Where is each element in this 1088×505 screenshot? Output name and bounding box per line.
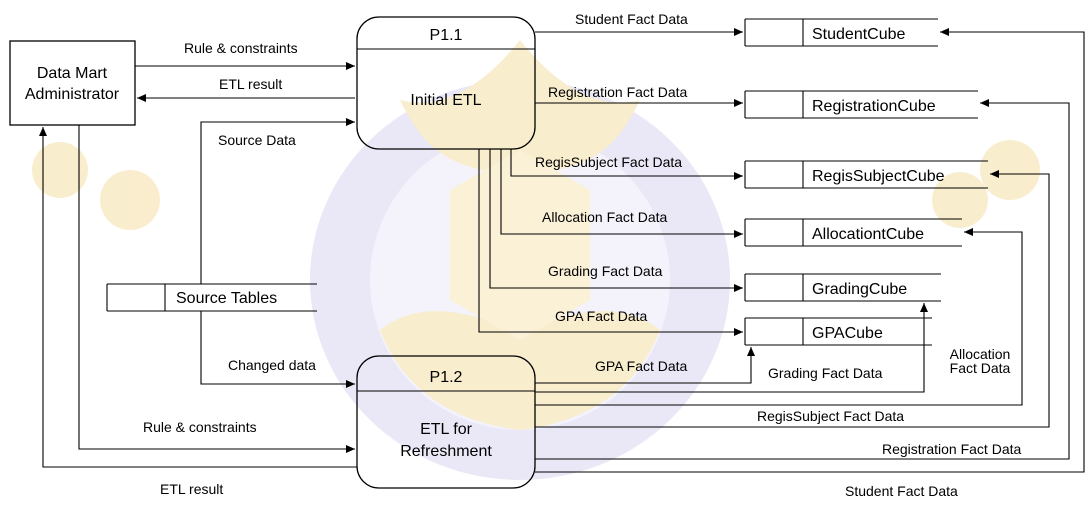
data-mart-administrator-entity: Data Mart Administrator [9, 40, 136, 126]
flow-gpa-fact-p1-2: GPA Fact Data [535, 347, 755, 384]
grading-cube-store: GradingCube [744, 273, 941, 302]
p1-1-id: P1.1 [430, 27, 463, 44]
flow-registration-fact-p1-1: Registration Fact Data [535, 84, 743, 107]
flow-label-line2: Fact Data [950, 360, 1011, 376]
flow-label: Source Data [218, 132, 296, 148]
flow-regissubject-fact-p1-1: RegisSubject Fact Data [510, 149, 743, 180]
flow-etl-result-from-p1-2: ETL result [39, 127, 357, 497]
student-cube-store: StudentCube [744, 18, 938, 47]
process-p1-2: P1.2 ETL for Refreshment [356, 355, 536, 489]
source-tables-store: Source Tables [106, 283, 317, 312]
flow-grading-fact-p1-2: Grading Fact Data [535, 303, 928, 393]
flow-registration-fact-p1-2: Registration Fact Data [535, 99, 1070, 460]
flow-label: Changed data [228, 357, 316, 373]
student-cube-label: StudentCube [812, 26, 906, 43]
flow-label: Rule & constraints [184, 40, 298, 56]
admin-label-line2: Administrator [25, 86, 120, 103]
flow-label: Student Fact Data [575, 11, 688, 27]
registration-cube-label: RegistrationCube [812, 98, 936, 115]
flow-label: RegisSubject Fact Data [535, 154, 682, 170]
flow-student-fact-p1-1: Student Fact Data [535, 11, 743, 36]
flow-label: ETL result [219, 76, 282, 92]
flow-allocation-fact-p1-1: Allocation Fact Data [500, 149, 743, 238]
flow-grading-fact-p1-1: Grading Fact Data [489, 149, 743, 292]
flow-label-line1: Allocation [950, 346, 1011, 362]
flow-label: ETL result [160, 481, 223, 497]
flow-label: GPA Fact Data [555, 308, 648, 324]
allocation-cube-store: AllocationtCube [744, 218, 962, 247]
p1-2-name-line1: ETL for [420, 421, 473, 438]
flow-label: Registration Fact Data [882, 441, 1021, 457]
flow-label: Grading Fact Data [768, 365, 883, 381]
allocation-cube-label: AllocationtCube [812, 226, 924, 243]
flow-label: GPA Fact Data [595, 358, 688, 374]
flow-etl-result-to-admin: ETL result [137, 76, 355, 102]
flow-label: Rule & constraints [143, 419, 257, 435]
flow-label: Student Fact Data [845, 483, 958, 499]
gpa-cube-store: GPACube [744, 317, 932, 346]
gpa-cube-label: GPACube [812, 325, 883, 342]
flow-rule-constraints-to-p1-2: Rule & constraints [78, 125, 355, 453]
grading-cube-label: GradingCube [812, 281, 907, 298]
flow-changed-data-to-p1-2: Changed data [200, 311, 355, 388]
admin-label-line1: Data Mart [37, 65, 108, 82]
seal-watermark [32, 40, 1040, 480]
flow-label: RegisSubject Fact Data [757, 408, 904, 424]
flow-source-data-to-p1-1: Source Data [200, 118, 355, 284]
p1-2-name-line2: Refreshment [400, 443, 492, 460]
flow-label: Grading Fact Data [548, 263, 663, 279]
registration-cube-store: RegistrationCube [744, 90, 978, 119]
regissubject-cube-store: RegisSubjectCube [744, 160, 988, 189]
flow-rule-constraints-to-p1-1: Rule & constraints [135, 40, 355, 70]
flow-gpa-fact-p1-1: GPA Fact Data [478, 149, 743, 336]
flow-student-fact-p1-2: Student Fact Data [535, 28, 1085, 499]
flow-allocation-fact-p1-2: Allocation Fact Data [535, 228, 1023, 406]
source-tables-label: Source Tables [176, 290, 277, 307]
flow-label: Allocation Fact Data [542, 209, 667, 225]
flow-label: Registration Fact Data [548, 84, 687, 100]
regissubject-cube-label: RegisSubjectCube [812, 168, 945, 185]
flow-regissubject-fact-p1-2: RegisSubject Fact Data [535, 170, 1050, 428]
p1-1-name: Initial ETL [410, 92, 481, 109]
process-p1-1: P1.1 Initial ETL [356, 16, 536, 150]
p1-2-id: P1.2 [430, 369, 463, 386]
